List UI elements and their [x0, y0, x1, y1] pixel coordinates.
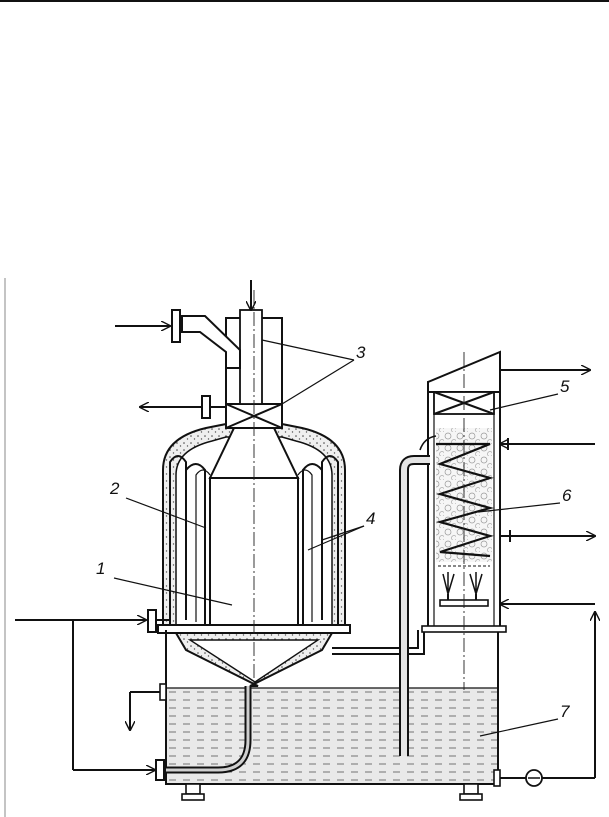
heater-tube-right-innermost [297, 469, 313, 622]
reactor [115, 280, 351, 687]
drain-pipe-core [166, 686, 250, 772]
tank-foot-right [463, 783, 479, 795]
inlet-flange [171, 309, 181, 343]
heater-tube-left-innermost [195, 469, 211, 622]
column-lid [427, 350, 501, 393]
outlet-flange-left [201, 395, 211, 419]
leader-lines [113, 339, 561, 737]
label-2: 2 [109, 479, 120, 498]
heater-tube-left-outer [169, 455, 187, 628]
tank-foot-left-base [181, 793, 205, 801]
tank-foot-left [185, 783, 201, 795]
label-6: 6 [562, 486, 572, 505]
overflow-flange [159, 683, 167, 701]
scrubber-column [332, 350, 595, 756]
reactor-inner-pipe [239, 309, 263, 405]
side-feed-flange [147, 609, 157, 633]
tank-foot-right-base [459, 793, 483, 801]
cooling-coil [435, 442, 495, 558]
dip-pipe-hook [419, 435, 437, 451]
label-7: 7 [560, 702, 570, 721]
transfer-pipe [332, 630, 419, 649]
label-3: 3 [356, 343, 366, 362]
tank [15, 604, 595, 801]
loop-right-flange [493, 769, 501, 787]
tank-body [165, 630, 499, 785]
dip-pipe-core [401, 457, 430, 756]
label-5: 5 [560, 377, 570, 396]
label-1: 1 [96, 559, 105, 578]
inlet-elbow [181, 315, 241, 369]
catalyst-block-cross-b [225, 403, 283, 429]
heater-tube-right-outer [321, 455, 339, 628]
label-4: 4 [366, 509, 375, 528]
transfer-pipe-inner [332, 632, 425, 655]
bottom-inlet-flange [155, 759, 165, 781]
